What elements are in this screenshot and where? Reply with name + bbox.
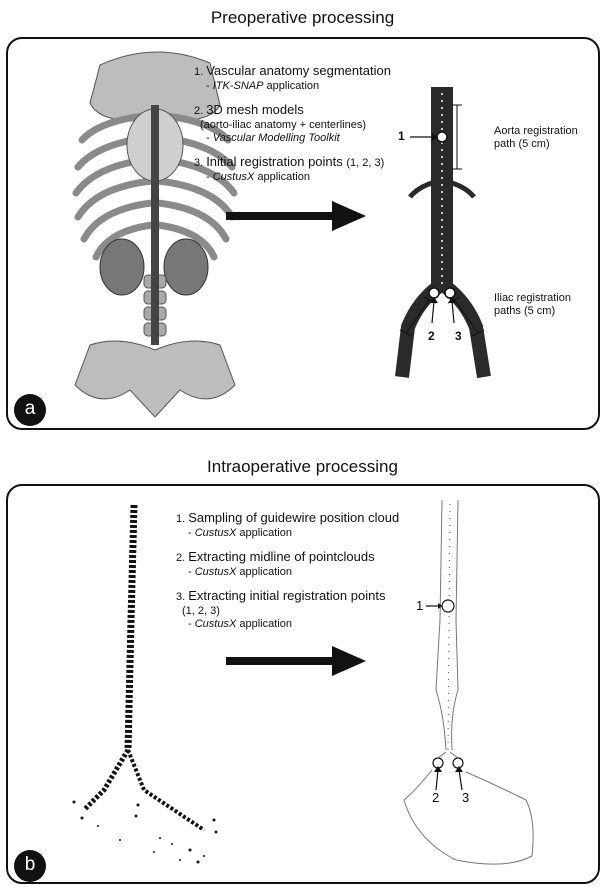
panel-a-badge: a <box>14 394 46 426</box>
point-label-3: 3 <box>455 329 462 343</box>
point-label-1: 1 <box>398 129 405 143</box>
intraop-step-3: 3.Extracting initial registration points… <box>176 588 416 631</box>
right-arrow-icon <box>226 201 366 231</box>
preop-panel: 1.Vascular anatomy segmentation - ITK-SN… <box>6 37 600 430</box>
intraop-panel: 1.Sampling of guidewire position cloud -… <box>6 484 600 884</box>
point-label-2: 2 <box>428 329 435 343</box>
extracted-midline <box>396 500 546 870</box>
preop-steps: 1.Vascular anatomy segmentation - ITK-SN… <box>194 63 414 193</box>
preop-step-2: 2.3D mesh models (aorto-iliac anatomy + … <box>194 102 414 145</box>
right-arrow-icon <box>226 646 366 676</box>
point-label-2: 2 <box>432 790 439 805</box>
intraop-title: Intraoperative processing <box>0 457 605 477</box>
preop-step-1: 1.Vascular anatomy segmentation - ITK-SN… <box>194 63 414 93</box>
point-label-1: 1 <box>416 598 423 613</box>
panel-b-badge: b <box>14 850 46 882</box>
intraop-steps: 1.Sampling of guidewire position cloud -… <box>176 510 416 640</box>
preop-step-3: 3.Initial registration points (1, 2, 3) … <box>194 154 414 184</box>
point-label-3: 3 <box>462 790 469 805</box>
intraop-step-2: 2.Extracting midline of pointclouds - Cu… <box>176 549 416 579</box>
iliac-path-note: Iliac registration paths (5 cm) <box>494 292 571 318</box>
intraop-step-1: 1.Sampling of guidewire position cloud -… <box>176 510 416 540</box>
preop-title: Preoperative processing <box>0 8 605 28</box>
aorta-path-note: Aorta registration path (5 cm) <box>494 125 578 151</box>
